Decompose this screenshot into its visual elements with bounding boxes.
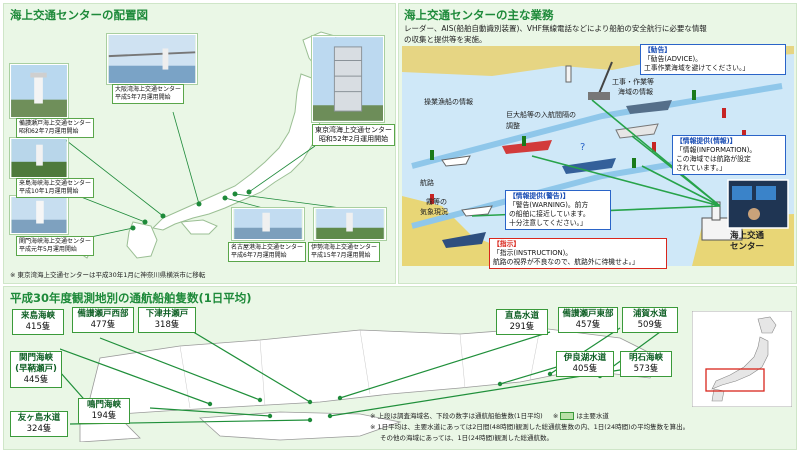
traffic-title: 平成30年度観測地別の通航船舶隻数(1日平均) (10, 291, 252, 305)
label-fishing-info: 操業漁船の情報 (424, 98, 473, 106)
label-construction-1: 工事・作業等 (612, 78, 654, 86)
japan-locator-map (692, 311, 792, 407)
strait-uraga: 浦賀水道 509隻 (622, 307, 678, 333)
callout-instruction: 【指示】 「指示(INSTRUCTION)。 航路の視界が不良なので、航路外に待… (489, 238, 667, 269)
caption-kurushima-center: 来島海峡海上交通センター 平成10年1月運用開始 (16, 178, 95, 198)
strait-akashi: 明石海峡 573隻 (620, 351, 672, 377)
strait-bisan-east: 備讃瀬戸東部 457隻 (558, 307, 618, 333)
strait-naruto: 鳴門海峡 194隻 (78, 398, 130, 424)
traffic-note-3: その他の海域にあっては、1日(24時間)観測した総通航数。 (380, 434, 554, 442)
callout-information: 【情報提供(情報)】 「情報(INFORMATION)。 この海域では航路が設定… (672, 135, 786, 175)
operations-title: 海上交通センターの主な業務 (404, 8, 554, 22)
caption-kanmon-center: 関門海峡海上交通センター 平成元年5月運用開始 (16, 236, 95, 256)
callout-advice: 【勧告】 「勧告(ADVICE)。 工事作業海域を避けてください。」 (640, 44, 786, 75)
photo-isewan-center (314, 208, 386, 240)
sea-illustration: ? (402, 46, 794, 266)
strait-tomogashima: 友ヶ島水道 324隻 (10, 411, 68, 437)
photo-tokyo-center (312, 36, 384, 122)
label-fog-1: 霧等の (426, 198, 447, 206)
center-map-title: 海上交通センターの配置図 (10, 8, 148, 22)
map-footnote: ※ 東京湾海上交通センターは平成30年1月に神奈川県横浜市に移転 (10, 271, 206, 279)
caption-bisan-center: 備讃瀬戸海上交通センター 昭和62年7月運用開始 (16, 118, 95, 138)
photo-kanmon-center (10, 196, 68, 234)
traffic-note-1: ※ 上段は調査海域名、下段の数字は通航船舶隻数(1日平均) ※ は主要水道 (370, 412, 609, 420)
photo-bisan-center (10, 64, 68, 118)
label-large-ship-1: 巨大船等の入航間隔の (506, 111, 576, 119)
label-fog-2: 気象現況 (420, 208, 448, 216)
callout-warning: 【情報提供(警告)】 「警告(WARNING)。前方 の船舶に接近しています。 … (505, 190, 611, 230)
strait-naoshima: 直島水道 291隻 (496, 309, 548, 335)
strait-kurushima: 来島海峡 415隻 (12, 309, 64, 335)
label-construction-2: 海域の情報 (618, 88, 653, 96)
strait-irago: 伊良湖水道 405隻 (556, 351, 614, 377)
traffic-note-2: ※ 1日平均は、主要水道にあっては2日間(48時間)観測した総通航隻数の内、1日… (370, 423, 690, 431)
caption-osaka-center: 大阪湾海上交通センター 平成5年7月運用開始 (112, 84, 185, 104)
strait-shimotsui: 下津井瀬戸 318隻 (138, 307, 196, 333)
photo-kurushima-center (10, 138, 68, 178)
operations-desc-line1: レーダー、AIS(船舶自動識別装置)、VHF無線電話などにより船舶の安全航行に必… (404, 24, 707, 33)
label-large-ship-2: 調整 (506, 122, 520, 130)
strait-bisan-west: 備讃瀬戸西部 477隻 (72, 307, 134, 333)
caption-isewan-center: 伊勢湾海上交通センター 平成15年7月運用開始 (308, 242, 381, 262)
label-center-2: センター (730, 242, 765, 252)
photo-osaka-center (107, 34, 197, 84)
photo-nagoya-center (232, 208, 304, 240)
svg-text:?: ? (580, 142, 585, 153)
label-center-1: 海上交通 (730, 231, 765, 241)
label-route: 航路 (420, 179, 434, 187)
major-strait-legend-swatch (560, 412, 575, 420)
strait-kanmon: 関門海峡 (早鞆瀬戸) 445隻 (10, 351, 62, 388)
caption-nagoya-center: 名古屋港海上交通センター 平成6年7月運用開始 (228, 242, 307, 262)
operations-desc-line2: の収集と提供等を実施。 (404, 35, 487, 44)
caption-tokyo-center: 東京湾海上交通センター 昭和52年2月運用開始 (312, 124, 395, 146)
